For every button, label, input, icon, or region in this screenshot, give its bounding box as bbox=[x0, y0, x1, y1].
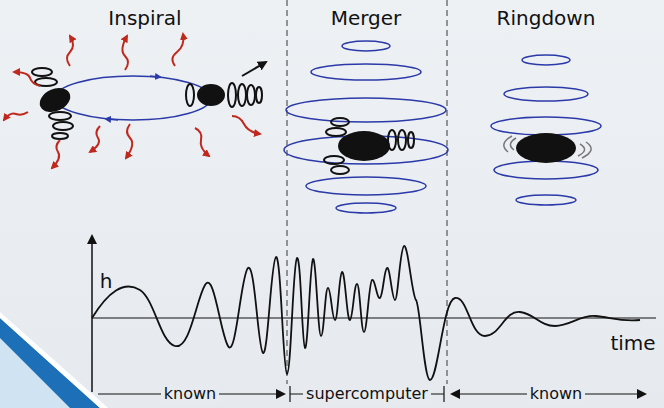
range-label: known bbox=[161, 385, 219, 403]
inspiral-figure bbox=[4, 34, 266, 168]
y-axis bbox=[91, 236, 93, 392]
axis-label: time bbox=[610, 332, 655, 355]
x-axis bbox=[92, 317, 656, 318]
range-label: supercomputer bbox=[303, 385, 431, 403]
range-bar bbox=[289, 386, 290, 402]
phase-divider bbox=[286, 0, 287, 384]
merger-figure bbox=[284, 41, 448, 213]
phase-title: Inspiral bbox=[108, 7, 181, 30]
ringdown-figure bbox=[491, 55, 601, 205]
range-label: known bbox=[527, 385, 585, 403]
phase-divider bbox=[446, 0, 447, 384]
range-bar bbox=[443, 386, 444, 402]
waveform bbox=[92, 246, 640, 380]
phase-title: Merger bbox=[331, 7, 402, 30]
phase-title: Ringdown bbox=[497, 7, 596, 30]
axis-label: h bbox=[100, 270, 113, 293]
